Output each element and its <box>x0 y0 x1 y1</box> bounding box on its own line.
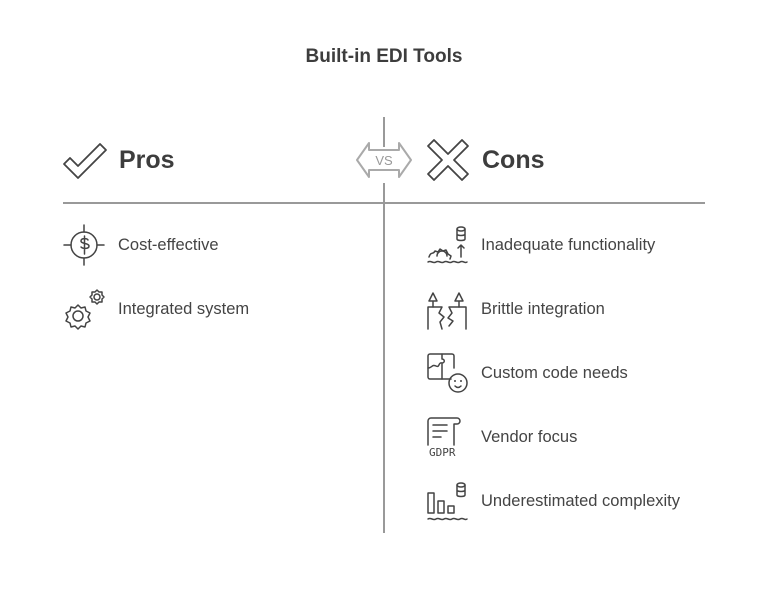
pro-label: Cost-effective <box>118 235 219 254</box>
pros-heading: Pros <box>119 146 175 174</box>
dollar-target-icon <box>63 224 105 266</box>
gdpr-text: GDPR <box>429 446 456 459</box>
puzzle-face-icon <box>427 353 468 393</box>
cons-heading: Cons <box>482 146 545 174</box>
con-label: Underestimated complexity <box>481 491 680 510</box>
con-label: Custom code needs <box>481 363 628 382</box>
vs-arrow-icon: VS <box>356 142 412 178</box>
con-label: Vendor focus <box>481 427 578 446</box>
divider-horizontal <box>63 202 705 204</box>
pro-item: Integrated system <box>62 287 249 331</box>
divider-vertical <box>383 183 385 533</box>
divider-top <box>383 117 385 147</box>
pro-item: Cost-effective <box>62 223 219 267</box>
gear-database-icon <box>427 226 468 264</box>
con-item: GDPR Vendor focus <box>425 415 577 459</box>
gdpr-document-icon: GDPR <box>427 417 461 459</box>
con-item: Custom code needs <box>425 351 628 395</box>
con-label: Inadequate functionality <box>481 235 656 254</box>
pro-label: Integrated system <box>118 299 250 318</box>
con-label: Brittle integration <box>481 299 605 318</box>
check-icon <box>63 143 107 179</box>
con-item: Inadequate functionality <box>425 223 655 267</box>
gears-icon <box>65 289 105 330</box>
con-item: Brittle integration <box>425 287 605 331</box>
bar-database-icon <box>427 482 468 521</box>
con-item: Underestimated complexity <box>425 479 680 523</box>
broken-connection-icon <box>427 292 467 330</box>
vs-label: VS <box>375 153 393 168</box>
x-icon <box>427 139 469 181</box>
diagram-title: Built-in EDI Tools <box>305 46 463 67</box>
